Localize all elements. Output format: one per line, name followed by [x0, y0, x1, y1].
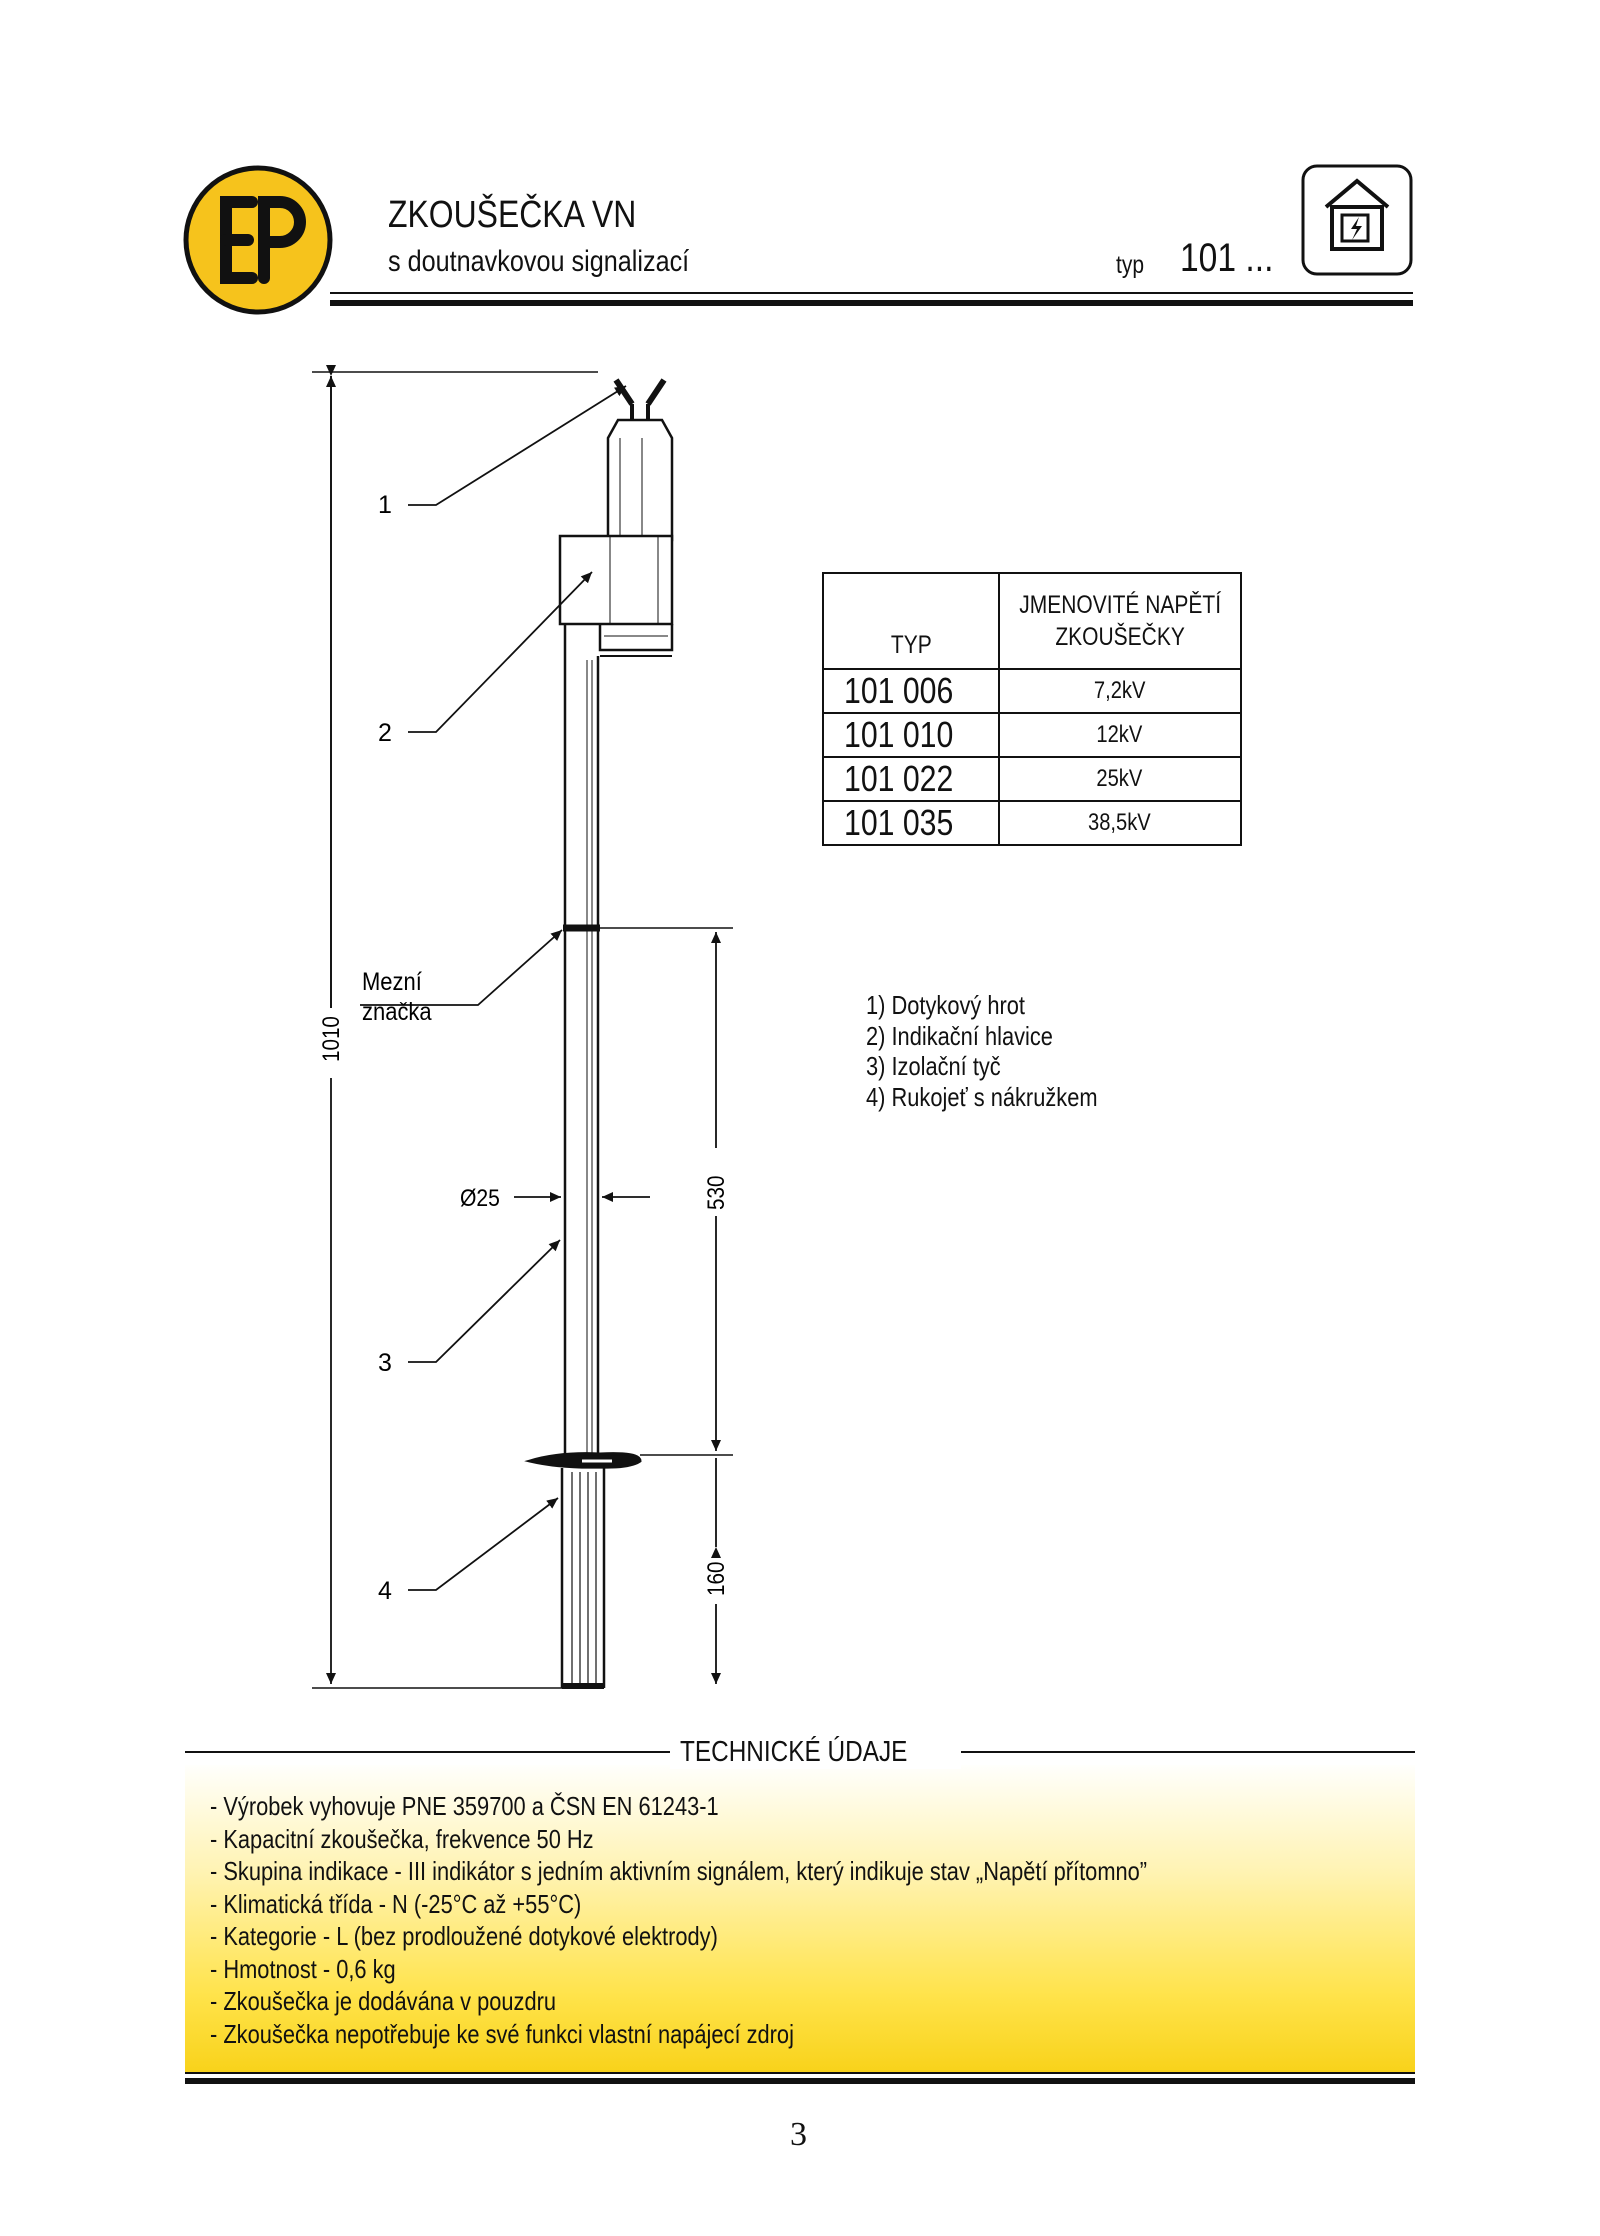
table-cell-voltage: 7,2kV	[1094, 677, 1146, 704]
legend-item: 4) Rukojeť s nákružkem	[866, 1081, 1098, 1112]
dim-total-label: 1010	[318, 1016, 345, 1062]
list-item: - Kapacitní zkoušečka, frekvence 50 Hz	[210, 1823, 594, 1854]
dim-insulation-label: 530	[703, 1176, 730, 1210]
ep-logo	[183, 165, 333, 315]
table-header-row: TYP JMENOVITÉ NAPĚTÍ ZKOUŠEČKY	[822, 572, 1243, 670]
table-row: 101 022 25kV	[822, 756, 1243, 802]
table-cell-type: 101 022	[844, 758, 954, 799]
table-row: 101 010 12kV	[822, 712, 1243, 758]
technical-data-box	[185, 1765, 1415, 2073]
table-cell-voltage: 38,5kV	[1088, 809, 1152, 836]
table-cell-voltage: 25kV	[1096, 765, 1143, 792]
table-header-voltage: JMENOVITÉ NAPĚTÍ ZKOUŠEČKY	[997, 572, 1243, 670]
page-number: 3	[790, 2116, 807, 2153]
callout-4: 4	[378, 1577, 392, 1605]
technical-data-list: - Výrobek vyhovuje PNE 359700 a ČSN EN 6…	[210, 1790, 1147, 2050]
house-lightning-icon	[1301, 164, 1413, 276]
list-item: - Výrobek vyhovuje PNE 359700 a ČSN EN 6…	[210, 1791, 719, 1821]
type-value: 101 ...	[1180, 236, 1274, 280]
table-row: 101 006 7,2kV	[822, 668, 1243, 714]
table-cell-type: 101 006	[844, 670, 954, 711]
limit-mark-label-1: Mezní	[362, 968, 422, 996]
list-item: - Zkoušečka je dodávána v pouzdru	[210, 1986, 557, 2016]
callout-2: 2	[378, 719, 392, 747]
table-row: 101 035 38,5kV	[822, 800, 1243, 846]
legend-item: 2) Indikační hlavice	[866, 1020, 1053, 1051]
technical-data-title: TECHNICKÉ ÚDAJE	[670, 1736, 961, 1769]
callout-1: 1	[378, 491, 392, 519]
table-cell-voltage: 12kV	[1096, 721, 1143, 748]
legend-item: 1) Dotykový hrot	[866, 990, 1026, 1020]
diameter-label: Ø25	[460, 1185, 500, 1212]
table-header-type: TYP	[822, 572, 1000, 670]
header-rule	[330, 292, 1413, 306]
list-item: - Zkoušečka nepotřebuje ke své funkci vl…	[210, 2018, 794, 2049]
list-item: - Kategorie - L (bez prodloužené dotykov…	[210, 1921, 718, 1951]
dim-handle-label: 160	[703, 1562, 730, 1596]
table-cell-type: 101 010	[844, 714, 954, 755]
limit-mark-label-2: značka	[362, 998, 433, 1026]
type-label: typ	[1116, 251, 1145, 279]
tester-drawing: 1 2 3 4 Mezní značka 1010 530 160 Ø25	[312, 365, 733, 1689]
list-item: - Hmotnost - 0,6 kg	[210, 1953, 396, 1984]
list-item: - Skupina indikace - III indikátor s jed…	[210, 1856, 1148, 1886]
table-cell-type: 101 035	[844, 802, 954, 843]
parts-legend: 1) Dotykový hrot 2) Indikační hlavice 3)…	[866, 990, 1098, 1112]
callout-3: 3	[378, 1349, 392, 1377]
document-title: ZKOUŠEČKA VN	[388, 194, 637, 236]
document-subtitle: s doutnavkovou signalizací	[388, 245, 690, 278]
legend-item: 3) Izolační tyč	[866, 1051, 1001, 1081]
list-item: - Klimatická třída - N (-25°C až +55°C)	[210, 1888, 582, 1919]
type-voltage-table: TYP JMENOVITÉ NAPĚTÍ ZKOUŠEČKY 101 006 7…	[822, 572, 1243, 846]
